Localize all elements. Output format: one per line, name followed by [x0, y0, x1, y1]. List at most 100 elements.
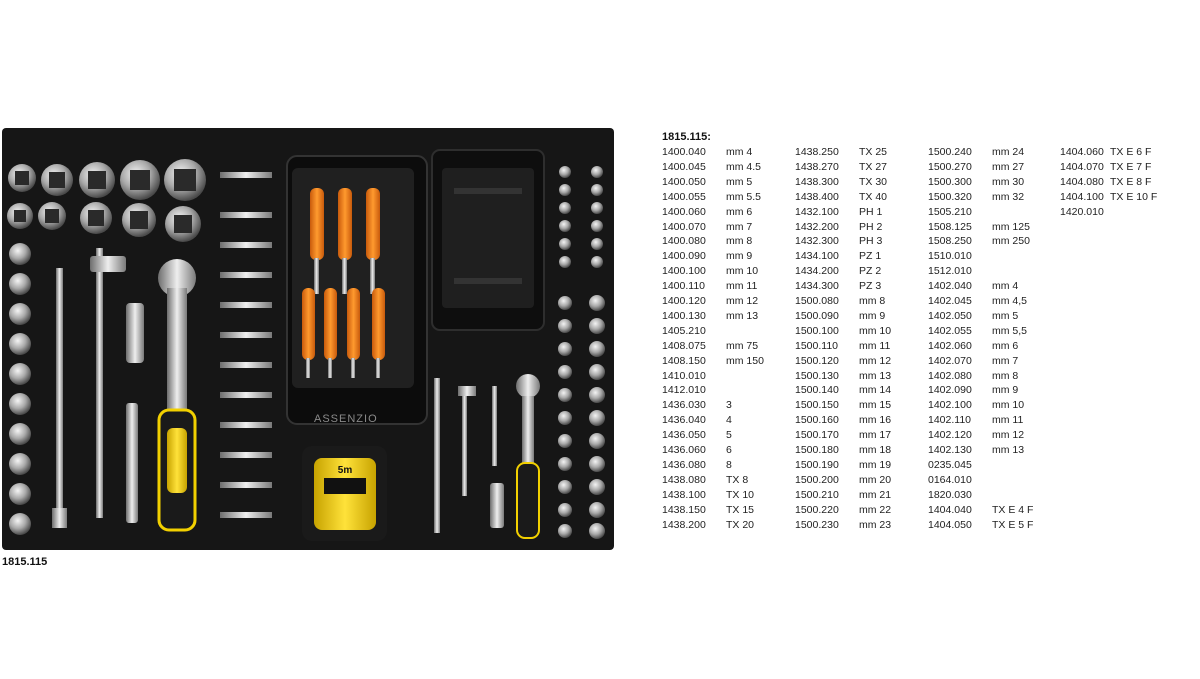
part-code: 1402.055 — [928, 324, 972, 337]
part-code: 1500.140 — [795, 384, 839, 397]
part-code: 0235.045 — [928, 458, 972, 471]
part-code: 1402.060 — [928, 339, 972, 352]
ratchet-handle — [157, 259, 197, 532]
part-code: 1500.080 — [795, 295, 839, 307]
part-code: 1500.130 — [795, 369, 839, 382]
part-size: mm 5 — [992, 309, 1019, 322]
table-row: 0164.010 — [928, 474, 1056, 486]
part-code: 1402.040 — [928, 280, 972, 293]
part-size: mm 14 — [859, 384, 892, 397]
part-size: TX 30 — [859, 175, 888, 188]
part-code: 1404.100 — [1060, 190, 1104, 203]
part-size: TX 20 — [726, 518, 755, 531]
part-size: mm 4 — [726, 146, 753, 158]
part-code: 1400.090 — [662, 250, 706, 263]
table-row: 1402.110 mm 11 — [928, 414, 1056, 426]
part-size: mm 9 — [992, 384, 1019, 397]
part-code: 1402.045 — [928, 295, 972, 307]
part-size: mm 13 — [726, 309, 759, 322]
part-code: 1438.400 — [795, 190, 839, 203]
part-code: 1500.240 — [928, 146, 972, 158]
part-code: 1434.100 — [795, 250, 839, 263]
part-code: 1438.080 — [662, 473, 706, 486]
part-code: 1500.150 — [795, 399, 839, 412]
part-code: 1400.130 — [662, 309, 706, 322]
part-code: 1432.300 — [795, 235, 839, 248]
part-code: 1508.250 — [928, 235, 972, 248]
part-code: 1400.040 — [662, 146, 706, 158]
part-size: mm 8 — [726, 235, 753, 248]
part-code: 1500.160 — [795, 414, 839, 427]
part-code: 1402.110 — [928, 414, 972, 427]
table-row: 1512.010 — [928, 265, 1056, 277]
small-ratchet-set — [434, 374, 540, 539]
part-size: TX 25 — [859, 146, 888, 158]
part-size: mm 24 — [992, 146, 1025, 158]
part-size: mm 10 — [859, 324, 892, 337]
part-size: PH 3 — [859, 235, 883, 248]
part-code: 1510.010 — [928, 250, 972, 263]
part-size: TX E 7 F — [1110, 160, 1152, 173]
large-socket-row-2 — [7, 202, 201, 242]
tape-text: 5m — [338, 465, 353, 476]
part-size: TX E 5 F — [992, 518, 1034, 531]
precision-screwdrivers — [302, 188, 385, 378]
part-size: mm 12 — [726, 295, 759, 307]
part-size: PZ 3 — [859, 280, 882, 293]
part-size: mm 5.5 — [726, 190, 762, 203]
part-code: 1500.300 — [928, 175, 972, 188]
table-row: 1400.130 mm 13 — [662, 310, 790, 322]
part-size: mm 10 — [992, 399, 1025, 412]
table-row: 1436.080 8 — [662, 459, 790, 471]
part-size: TX 15 — [726, 503, 755, 516]
part-size: mm 11 — [992, 414, 1024, 427]
part-code: 1404.050 — [928, 518, 972, 531]
part-size: mm 8 — [992, 369, 1019, 382]
table-row: 1400.055 mm 5.5 — [662, 191, 790, 203]
part-size: mm 6 — [726, 205, 753, 218]
part-size: 8 — [726, 458, 732, 471]
part-code: 1408.075 — [662, 339, 706, 352]
part-code: 1402.100 — [928, 399, 972, 412]
universal-joint — [126, 303, 144, 523]
large-sockets — [7, 159, 206, 242]
part-code: 1436.030 — [662, 399, 706, 412]
part-code: 1500.270 — [928, 160, 972, 173]
part-code: 1412.010 — [662, 384, 706, 397]
part-code: 1436.080 — [662, 458, 706, 471]
table-row: 1505.210 — [928, 206, 1056, 218]
table-row: 1432.300 PH 3 — [795, 235, 923, 247]
part-code: 1400.055 — [662, 190, 706, 203]
table-row: 0235.045 — [928, 459, 1056, 471]
bit-rows-center — [220, 172, 272, 518]
